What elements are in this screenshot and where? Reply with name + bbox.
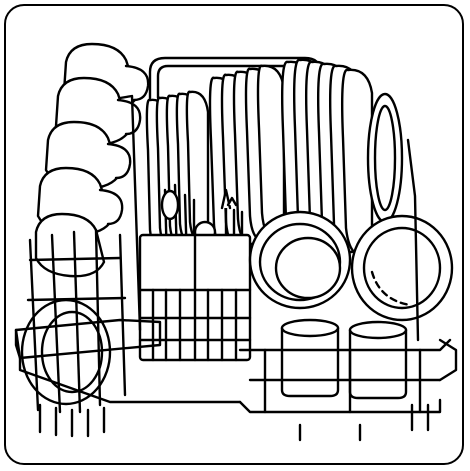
- tumbler-cups: [280, 318, 408, 400]
- wire-rack: [14, 94, 458, 442]
- leaning-plate: [366, 92, 404, 224]
- mugs: [34, 42, 150, 278]
- cutlery-basket: [138, 183, 252, 362]
- large-bowl: [350, 214, 454, 322]
- basket-body: [138, 233, 252, 362]
- stacked-bowls: [248, 210, 352, 310]
